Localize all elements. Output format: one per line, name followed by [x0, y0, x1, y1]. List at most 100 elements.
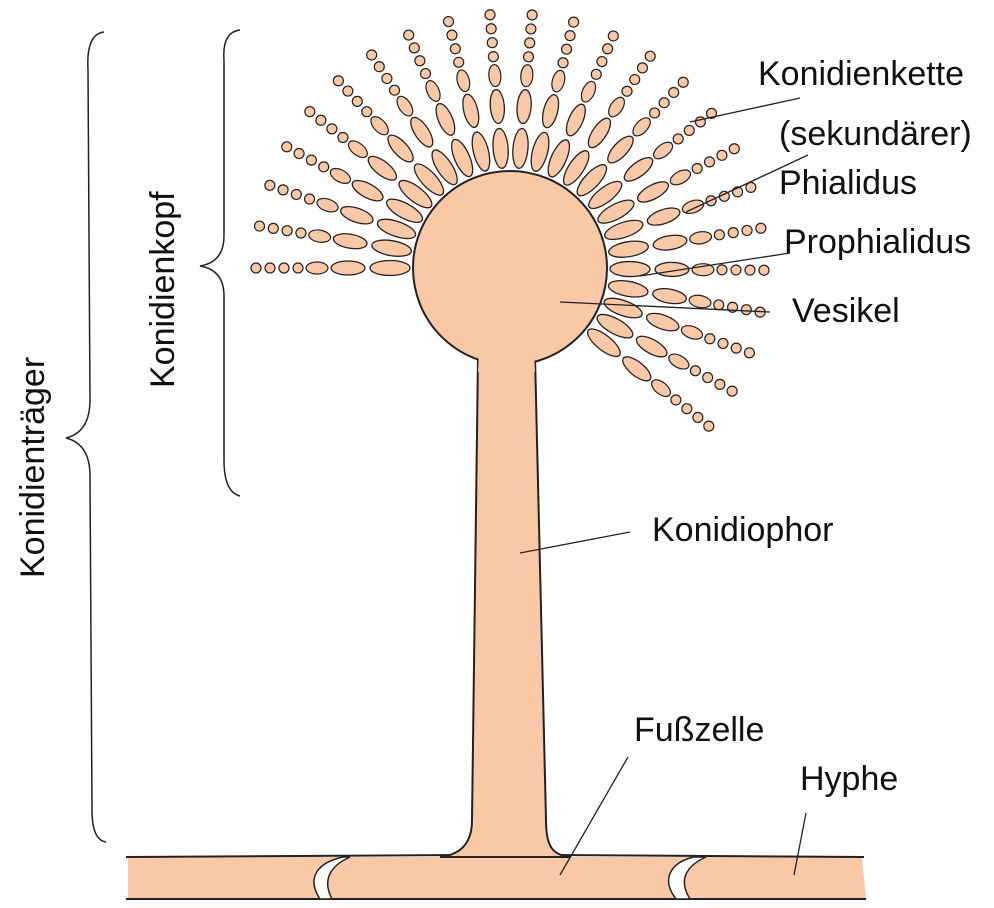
- conidium: [597, 57, 607, 67]
- phialide: [635, 178, 672, 206]
- konidiophor-stalk: [440, 356, 570, 857]
- conidium: [346, 138, 371, 161]
- conidium: [692, 163, 702, 173]
- conidium: [523, 52, 533, 62]
- conidium: [319, 162, 329, 172]
- conidium: [254, 221, 264, 231]
- conidium: [671, 395, 681, 405]
- conidium: [659, 98, 669, 108]
- conidium: [394, 94, 416, 119]
- conidium: [681, 198, 706, 216]
- prophialide: [607, 278, 649, 300]
- hyphe-top-wall: [126, 855, 464, 857]
- conidium: [415, 56, 425, 66]
- conidium: [343, 86, 353, 96]
- conidium: [666, 351, 691, 372]
- conidium: [367, 50, 377, 60]
- conidium: [742, 225, 752, 235]
- conidium: [486, 24, 496, 34]
- conidium: [291, 189, 301, 199]
- label-fusszelle: Fußzelle: [634, 711, 764, 749]
- conidium: [622, 86, 632, 96]
- conidium: [669, 87, 679, 97]
- phialide: [516, 89, 533, 124]
- conidium: [741, 305, 751, 315]
- conidium: [745, 265, 755, 275]
- conidium: [362, 107, 372, 117]
- conidium: [688, 294, 712, 310]
- phialide: [604, 132, 637, 166]
- conidium: [718, 338, 728, 348]
- conidium: [450, 44, 460, 54]
- conidium: [409, 43, 419, 53]
- prophialide: [371, 237, 413, 258]
- conidium: [591, 69, 601, 79]
- conidium: [678, 77, 688, 87]
- conidium: [525, 38, 535, 48]
- label-hyphe: Hyphe: [800, 760, 898, 798]
- phialide: [652, 233, 688, 252]
- conidium: [649, 377, 674, 400]
- phialide: [540, 93, 562, 129]
- label-konidienkopf: Konidienkopf: [144, 191, 182, 388]
- conidium: [744, 348, 754, 358]
- conidium: [684, 125, 694, 135]
- conidium: [565, 31, 575, 41]
- conidium: [305, 107, 315, 117]
- conidium: [526, 24, 536, 34]
- conidium: [756, 223, 766, 233]
- hyphe-body: [128, 857, 866, 898]
- conidium: [487, 38, 497, 48]
- phialide: [338, 203, 375, 227]
- conidium: [608, 31, 618, 41]
- phialide: [331, 261, 365, 275]
- conidium: [374, 62, 384, 72]
- conidium: [731, 265, 741, 275]
- conidium: [668, 167, 693, 188]
- conidium: [550, 69, 567, 93]
- conidium: [333, 76, 343, 86]
- conidium: [455, 69, 472, 93]
- conidium: [308, 228, 332, 243]
- conidium: [282, 142, 292, 152]
- conidium: [714, 300, 724, 310]
- conidium: [558, 58, 568, 68]
- vesicle-stalk-junction: [478, 352, 535, 372]
- conidium: [488, 52, 498, 62]
- phialide: [563, 102, 590, 139]
- label-konidienkette: Konidienkette: [758, 55, 964, 93]
- conidium: [368, 114, 392, 138]
- conidium: [485, 10, 495, 20]
- phialide: [645, 205, 682, 229]
- conidium: [717, 265, 727, 275]
- conidium: [690, 366, 700, 376]
- conidium: [447, 30, 457, 40]
- conidium: [278, 185, 288, 195]
- conidium: [579, 79, 599, 104]
- conidium: [444, 17, 454, 27]
- phialide: [644, 310, 681, 335]
- conidium: [488, 64, 502, 87]
- conidium: [296, 228, 306, 238]
- conidium: [327, 124, 337, 134]
- phialide: [652, 286, 688, 306]
- conidium: [279, 263, 289, 273]
- conidium: [423, 79, 443, 104]
- conidium: [705, 334, 715, 344]
- phialide: [332, 232, 368, 251]
- conidium: [305, 194, 315, 204]
- hyphe-top-wall-right: [550, 855, 864, 857]
- phialide: [584, 115, 614, 151]
- conidium: [569, 17, 579, 27]
- conidium: [605, 95, 627, 120]
- conidium: [454, 57, 464, 67]
- conidium: [693, 412, 703, 422]
- prophialide: [370, 261, 410, 276]
- conidium: [704, 421, 714, 431]
- phialide: [384, 131, 417, 166]
- conidium: [328, 165, 353, 186]
- label-phialidus: Phialidus: [779, 164, 917, 202]
- conidium: [715, 379, 725, 389]
